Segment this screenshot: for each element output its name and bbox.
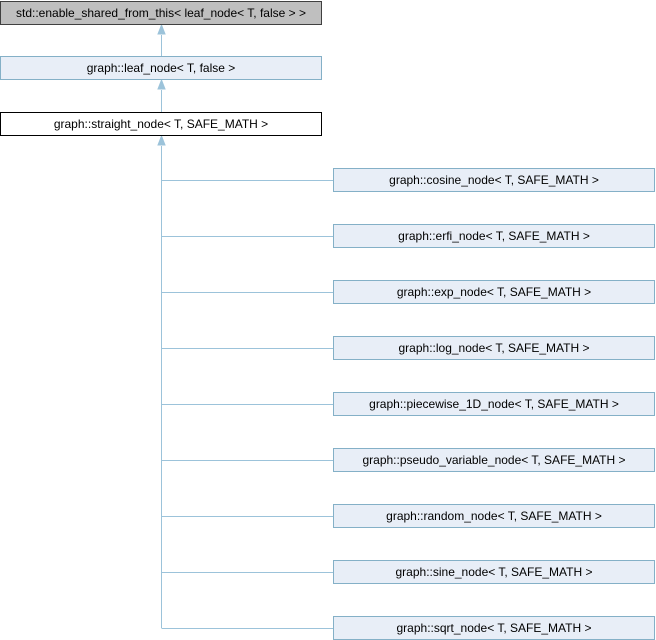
derived-class-node-exp[interactable]: graph::exp_node< T, SAFE_MATH > [333, 280, 655, 304]
derived-class-label: graph::log_node< T, SAFE_MATH > [398, 341, 590, 355]
derived-class-node-sine[interactable]: graph::sine_node< T, SAFE_MATH > [333, 560, 655, 584]
base-class-node: std::enable_shared_from_this< leaf_node<… [0, 1, 322, 25]
current-class-label: graph::straight_node< T, SAFE_MATH > [53, 117, 269, 131]
derived-class-label: graph::exp_node< T, SAFE_MATH > [396, 285, 592, 299]
derived-class-label: graph::cosine_node< T, SAFE_MATH > [389, 173, 599, 187]
derived-class-label: graph::pseudo_variable_node< T, SAFE_MAT… [362, 453, 626, 467]
derived-class-label: graph::sqrt_node< T, SAFE_MATH > [396, 621, 592, 635]
derived-class-label: graph::sine_node< T, SAFE_MATH > [395, 565, 593, 579]
current-class-node: graph::straight_node< T, SAFE_MATH > [0, 112, 322, 136]
derived-class-node-cosine[interactable]: graph::cosine_node< T, SAFE_MATH > [333, 168, 655, 192]
arrowhead-current [157, 134, 166, 146]
derived-class-label: graph::piecewise_1D_node< T, SAFE_MATH > [369, 397, 619, 411]
derived-class-label: graph::random_node< T, SAFE_MATH > [386, 509, 602, 523]
derived-class-label: graph::erfi_node< T, SAFE_MATH > [398, 229, 590, 243]
parent-class-label: graph::leaf_node< T, false > [86, 61, 236, 75]
derived-class-node-piecewise-1d[interactable]: graph::piecewise_1D_node< T, SAFE_MATH > [333, 392, 655, 416]
edge-lines [157, 23, 333, 629]
derived-class-node-erfi[interactable]: graph::erfi_node< T, SAFE_MATH > [333, 224, 655, 248]
derived-class-node-sqrt[interactable]: graph::sqrt_node< T, SAFE_MATH > [333, 616, 655, 640]
arrowhead-base [157, 23, 166, 35]
parent-class-node[interactable]: graph::leaf_node< T, false > [0, 56, 322, 80]
derived-class-node-random[interactable]: graph::random_node< T, SAFE_MATH > [333, 504, 655, 528]
base-class-label: std::enable_shared_from_this< leaf_node<… [16, 6, 306, 20]
derived-class-node-log[interactable]: graph::log_node< T, SAFE_MATH > [333, 336, 655, 360]
arrowhead-parent [157, 78, 166, 90]
derived-class-node-pseudo-variable[interactable]: graph::pseudo_variable_node< T, SAFE_MAT… [333, 448, 655, 472]
